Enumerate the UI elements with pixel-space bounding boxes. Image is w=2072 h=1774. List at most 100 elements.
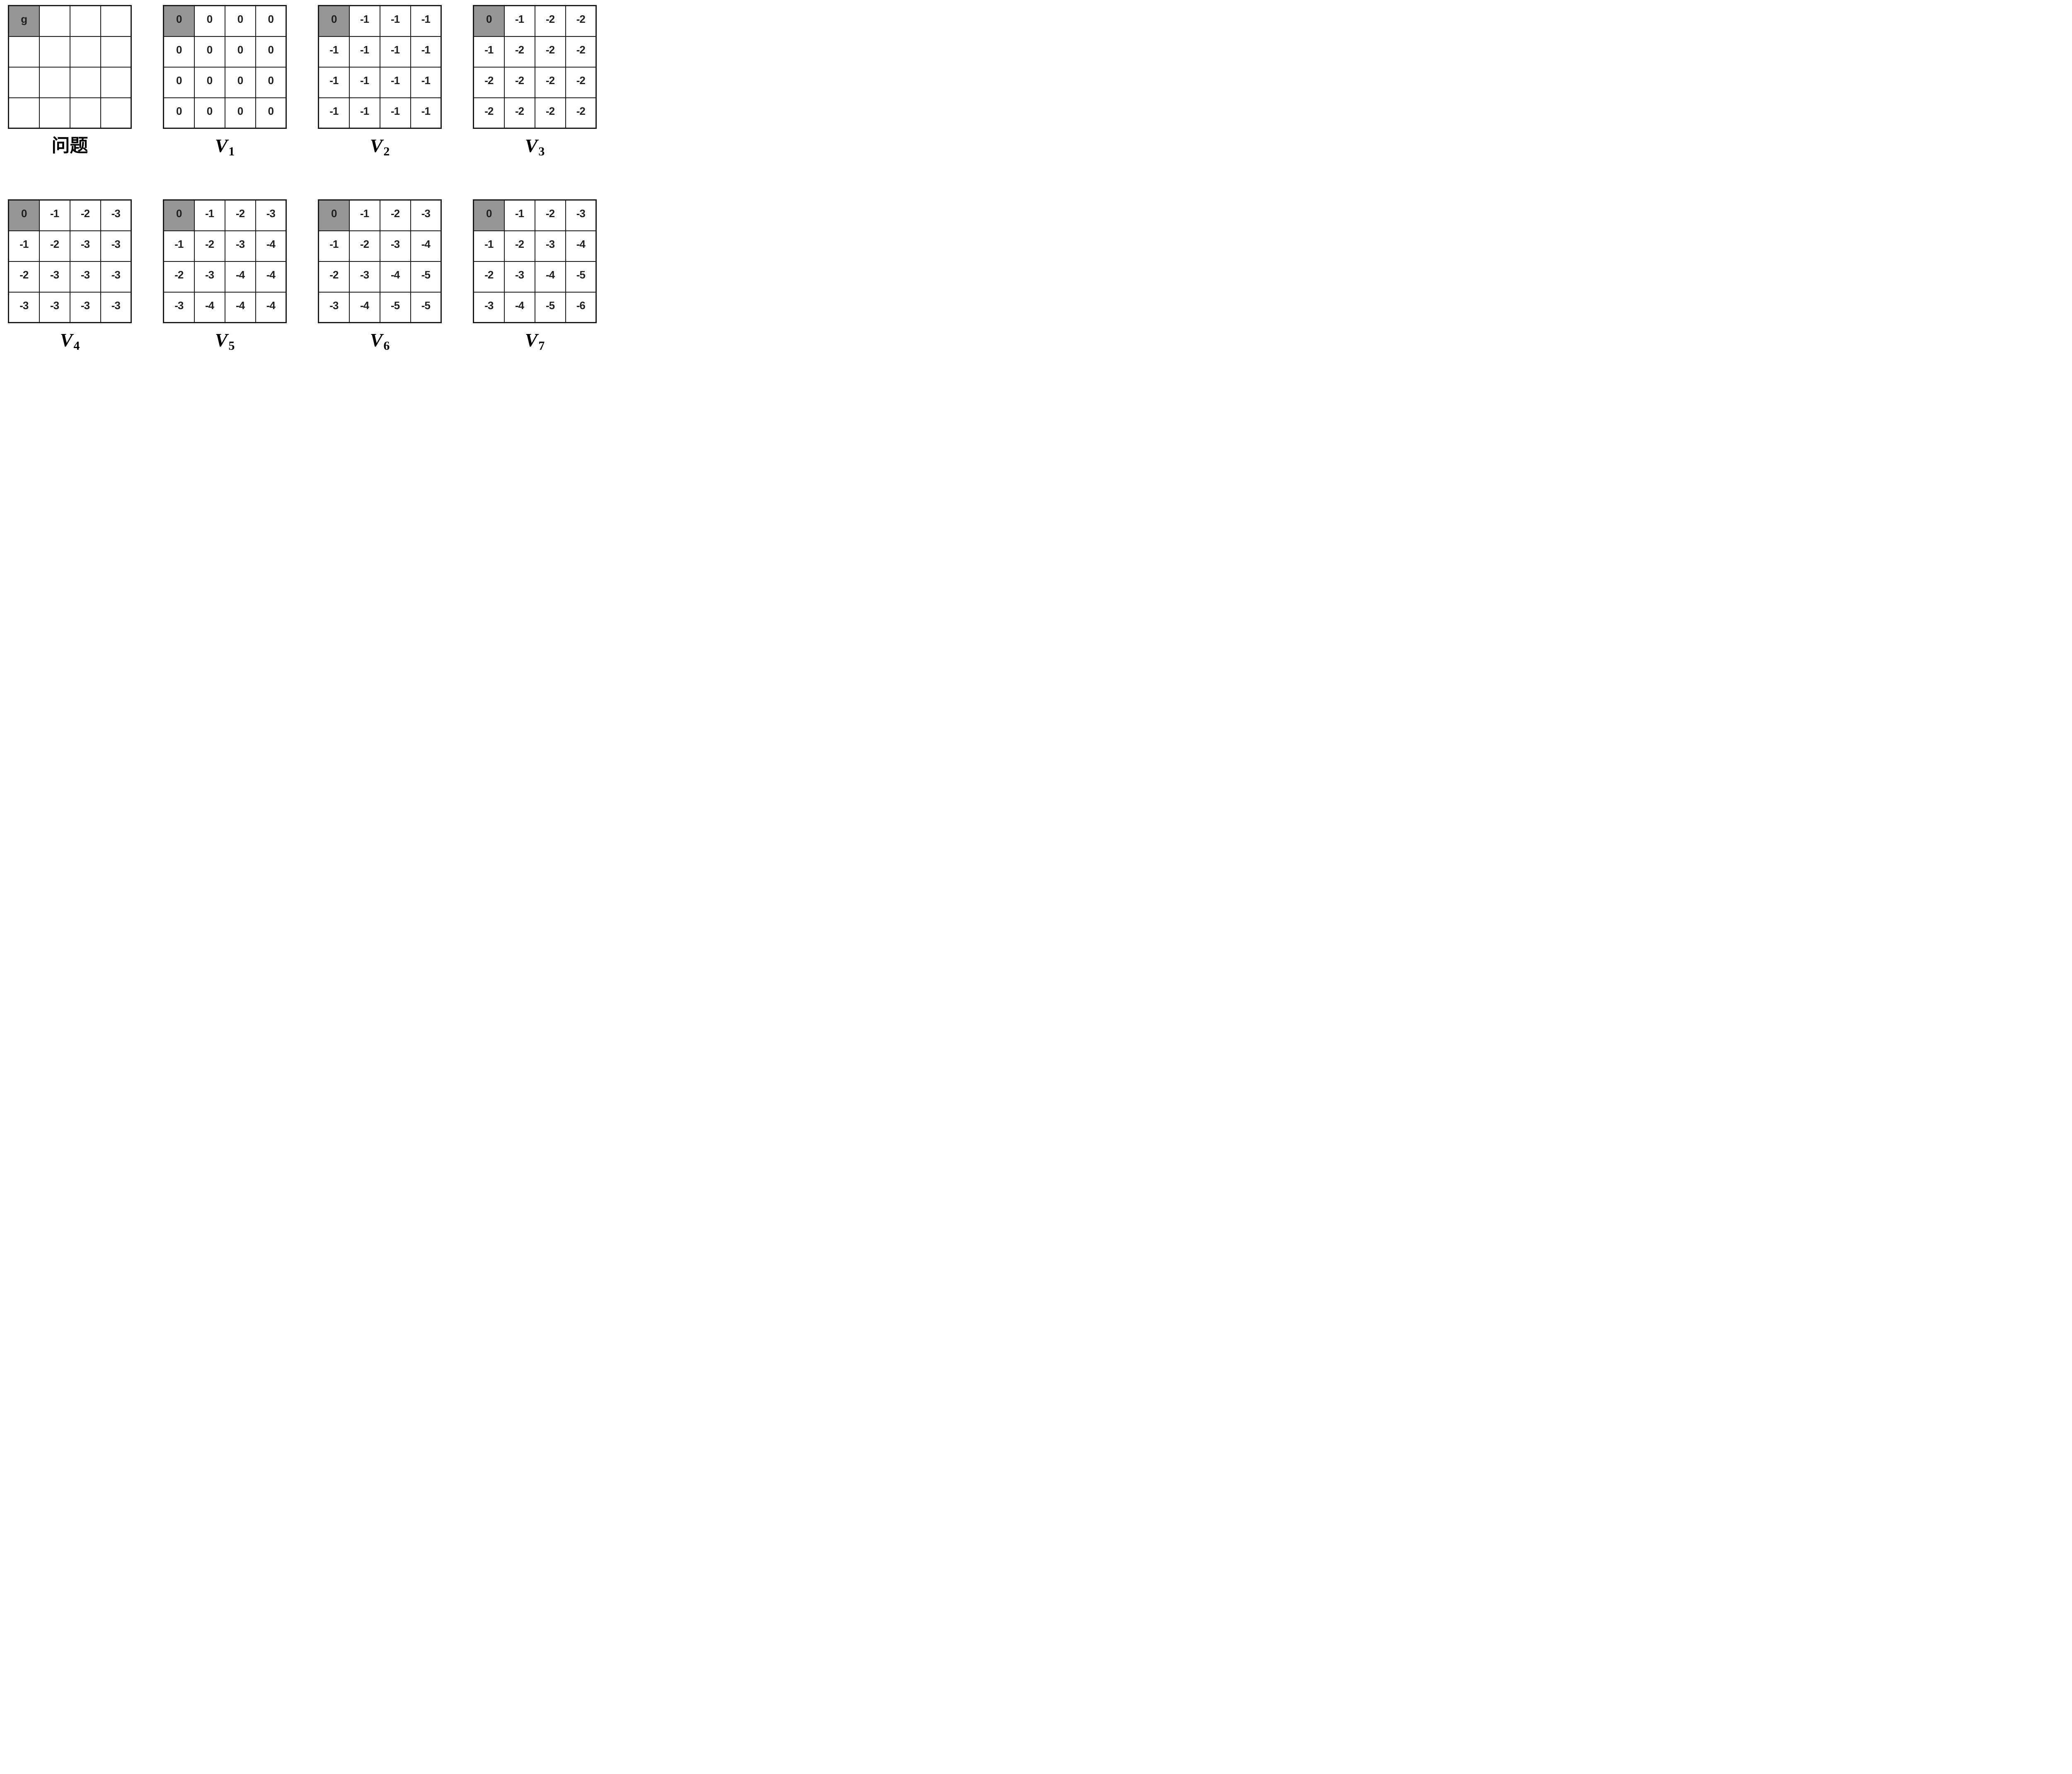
grid-cell: -1 <box>379 5 411 37</box>
problem-grid: g <box>8 5 132 129</box>
grid-row: -3-4-5-6 <box>473 291 597 323</box>
grid-cell: -4 <box>534 261 566 293</box>
grid-cell: -1 <box>503 199 535 231</box>
grid-cell: 0 <box>255 36 287 68</box>
grid-cell: 0 <box>224 5 256 37</box>
grid-cell: -1 <box>318 97 350 129</box>
grid-cell: -2 <box>224 199 256 231</box>
v6-grid-caption: V6 <box>370 328 390 353</box>
grid-cell: -2 <box>534 36 566 68</box>
figure-row-bottom: 0-1-2-3-1-2-3-3-2-3-3-3-3-3-3-3 V4 0-1-2… <box>8 199 597 353</box>
v5-grid: 0-1-2-3-1-2-3-4-2-3-4-4-3-4-4-4 <box>163 199 287 323</box>
grid-cell: -1 <box>194 199 225 231</box>
grid-cell: -2 <box>69 199 101 231</box>
grid-cell: -3 <box>473 291 505 323</box>
grid-cell: -1 <box>410 5 442 37</box>
grid-row: -2-3-3-3 <box>8 261 132 293</box>
grid-cell: 0 <box>163 36 195 68</box>
caption-v-symbol: V <box>525 135 538 156</box>
caption-v-symbol: V <box>215 135 228 156</box>
caption-subscript: 5 <box>228 339 235 353</box>
grid-cell: -4 <box>194 291 225 323</box>
grid-row <box>8 66 132 98</box>
grid-cell <box>69 5 101 37</box>
grid-cell: -6 <box>565 291 597 323</box>
grid-row: -1-2-3-4 <box>163 230 287 262</box>
grid-cell: -3 <box>100 199 132 231</box>
grid-cell: -3 <box>255 199 287 231</box>
grid-row: 0-1-2-3 <box>163 199 287 231</box>
grid-row: -3-4-5-5 <box>318 291 442 323</box>
grid-row: 0-1-2-3 <box>8 199 132 231</box>
v3-grid-caption: V3 <box>525 134 545 158</box>
grid-cell: -3 <box>410 199 442 231</box>
v4-grid-caption: V4 <box>60 328 80 353</box>
grid-cell: -3 <box>100 230 132 262</box>
grid-figure-v5: 0-1-2-3-1-2-3-4-2-3-4-4-3-4-4-4 V5 <box>163 199 287 353</box>
grid-cell: -2 <box>503 230 535 262</box>
grid-cell: -1 <box>349 97 380 129</box>
grid-cell: -2 <box>473 97 505 129</box>
goal-cell: 0 <box>473 199 505 231</box>
grid-cell: -4 <box>224 261 256 293</box>
grid-cell <box>100 66 132 98</box>
grid-row: -2-3-4-5 <box>318 261 442 293</box>
grid-cell: 0 <box>255 66 287 98</box>
goal-cell: 0 <box>163 5 195 37</box>
grid-row: -3-3-3-3 <box>8 291 132 323</box>
grid-cell: -1 <box>473 36 505 68</box>
grid-cell: -1 <box>318 230 350 262</box>
grid-cell: -2 <box>194 230 225 262</box>
grid-cell: -1 <box>473 230 505 262</box>
grid-cell: -5 <box>410 261 442 293</box>
grid-cell: -4 <box>255 261 287 293</box>
grid-cell <box>39 5 70 37</box>
grid-figure-v4: 0-1-2-3-1-2-3-3-2-3-3-3-3-3-3-3 V4 <box>8 199 132 353</box>
grid-row: -2-2-2-2 <box>473 97 597 129</box>
caption-subscript: 3 <box>538 145 545 158</box>
grid-cell: 0 <box>194 36 225 68</box>
grid-cell <box>39 97 70 129</box>
grid-cell: -2 <box>534 199 566 231</box>
grid-cell <box>39 66 70 98</box>
grid-figure-v7: 0-1-2-3-1-2-3-4-2-3-4-5-3-4-5-6 V7 <box>473 199 597 353</box>
grid-cell <box>100 5 132 37</box>
grid-cell: -1 <box>8 230 40 262</box>
grid-cell: -2 <box>534 97 566 129</box>
grid-cell: -1 <box>349 199 380 231</box>
caption-v-symbol: V <box>215 329 228 351</box>
grid-cell: -1 <box>349 5 380 37</box>
caption-subscript: 1 <box>228 145 235 158</box>
grid-cell: 0 <box>163 97 195 129</box>
grid-row: -2-3-4-4 <box>163 261 287 293</box>
grid-cell: -3 <box>224 230 256 262</box>
grid-cell: -2 <box>565 97 597 129</box>
v2-grid-caption: V2 <box>370 134 390 158</box>
grid-cell: -3 <box>565 199 597 231</box>
v4-grid: 0-1-2-3-1-2-3-3-2-3-3-3-3-3-3-3 <box>8 199 132 323</box>
grid-cell <box>39 36 70 68</box>
grid-cell: 0 <box>224 36 256 68</box>
grid-cell: -1 <box>349 66 380 98</box>
grid-cell: -2 <box>39 230 70 262</box>
grid-cell: -2 <box>534 5 566 37</box>
grid-row: 0-1-1-1 <box>318 5 442 37</box>
grid-cell: -3 <box>39 291 70 323</box>
goal-cell: 0 <box>8 199 40 231</box>
grid-row: 0-1-2-3 <box>318 199 442 231</box>
grid-cell: -1 <box>410 36 442 68</box>
grid-cell: -1 <box>318 36 350 68</box>
grid-cell: -4 <box>255 230 287 262</box>
grid-cell: -2 <box>8 261 40 293</box>
grid-cell: -1 <box>39 199 70 231</box>
grid-cell: 0 <box>194 66 225 98</box>
goal-cell: 0 <box>473 5 505 37</box>
grid-row <box>8 97 132 129</box>
v7-grid-caption: V7 <box>525 328 545 353</box>
grid-cell: -3 <box>69 291 101 323</box>
